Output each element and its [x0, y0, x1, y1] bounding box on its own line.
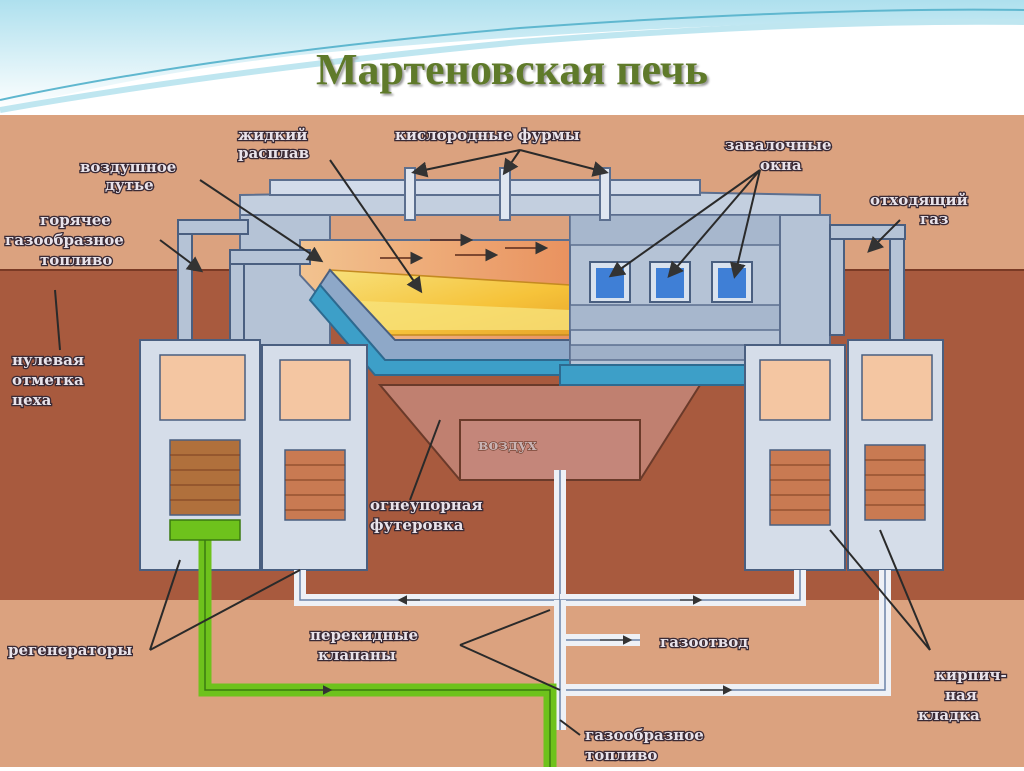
label-air: воздух [478, 436, 538, 454]
label-lining-1: огнеупорная [370, 496, 483, 514]
label-valves-2: клапаны [318, 646, 396, 664]
flue-ducts [169, 470, 891, 767]
label-brickwork-1: кирпич- [935, 666, 1007, 684]
charging-window-1 [589, 261, 631, 303]
label-charging-windows-1: завалочные [725, 136, 832, 154]
right-regenerators [744, 224, 944, 571]
label-charging-windows-2: окна [760, 156, 802, 174]
label-gas-outlet: газоотвод [660, 633, 748, 651]
header-banner [0, 0, 1024, 113]
label-zero-mark-2: отметка [12, 371, 84, 389]
label-valves-1: перекидные [310, 626, 418, 644]
label-gas-fuel-1: газообразное [585, 726, 704, 744]
label-brickwork-2: ная [945, 686, 977, 704]
label-zero-mark-3: цеха [12, 391, 52, 409]
label-liquid-melt-2: расплав [238, 144, 309, 162]
label-gas-fuel-2: топливо [585, 746, 657, 764]
label-brickwork-3: кладка [918, 706, 980, 724]
label-oxygen-lances: кислородные фурмы [395, 126, 580, 144]
charging-window-3 [711, 261, 753, 303]
leader-lines [54, 149, 931, 736]
oxygen-lances [404, 167, 611, 221]
label-hot-fuel-1: горячее [40, 211, 111, 229]
label-exhaust-gas-2: газ [920, 210, 948, 228]
label-hot-fuel-3: топливо [40, 251, 112, 269]
label-exhaust-gas-1: отходящий [870, 191, 968, 209]
left-regenerators [139, 219, 368, 571]
label-lining-2: футеровка [370, 516, 464, 534]
label-zero-mark-1: нулевая [12, 351, 84, 369]
page-title: Мартеновская печь [315, 45, 708, 94]
label-hot-fuel-2: газообразное [5, 231, 124, 249]
label-liquid-melt-1: жидкий [238, 126, 307, 144]
charging-window-2 [649, 261, 691, 303]
label-air-blast-1: воздушное [80, 158, 176, 176]
label-air-blast-2: дутье [105, 176, 154, 194]
label-regenerators: регенераторы [8, 641, 132, 659]
